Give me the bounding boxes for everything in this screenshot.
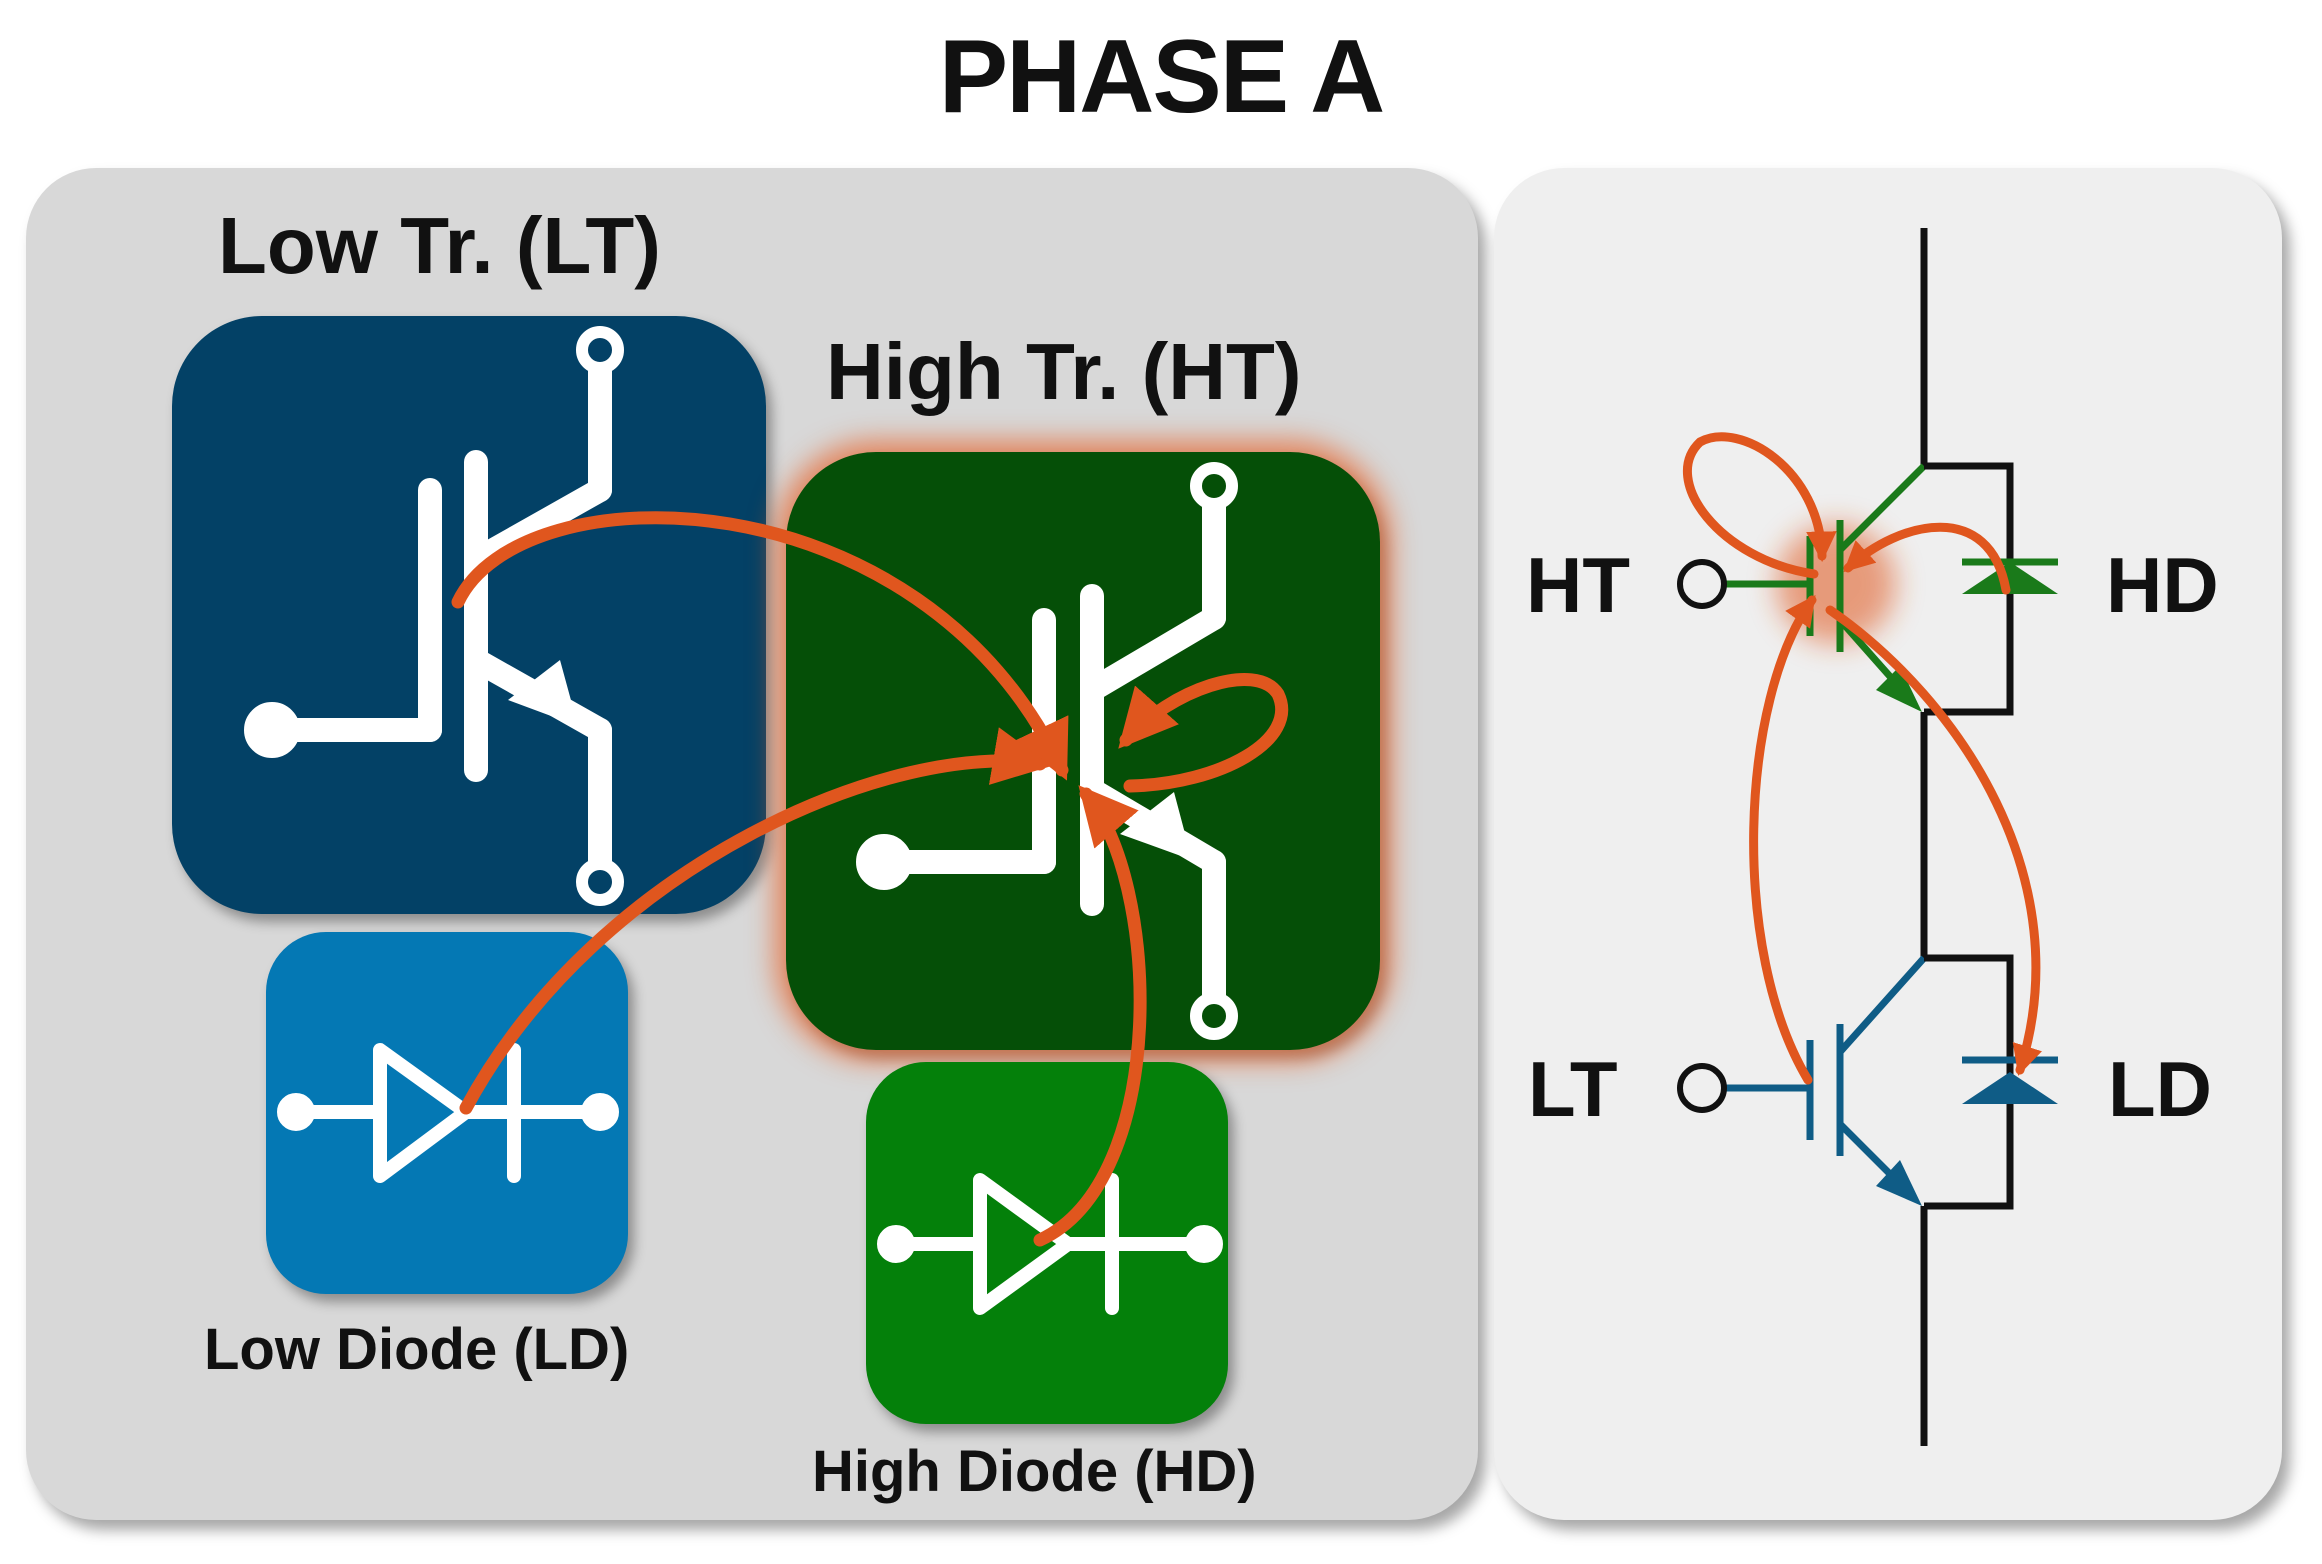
low-igbt-emitter-arrow bbox=[508, 660, 578, 726]
schematic-panel bbox=[1494, 168, 2282, 1520]
sch-arrow-lt-to-ht bbox=[1749, 595, 1817, 1085]
high-transistor-label: High Tr. (HT) bbox=[826, 327, 1302, 416]
sch-arrow-ht-self bbox=[1683, 432, 1837, 579]
sch-arrow-ht-to-ld bbox=[1825, 605, 2042, 1076]
high-diode-icon bbox=[877, 1173, 1223, 1315]
hd-diode-triangle bbox=[1962, 562, 2058, 594]
sch-arrow-hd-to-ht bbox=[1843, 522, 2011, 595]
low-diode-label: Low Diode (LD) bbox=[204, 1317, 630, 1382]
lt-emitter-arrow bbox=[1876, 1160, 1922, 1206]
high-igbt-emitter-arrow bbox=[1120, 792, 1192, 860]
arrow-ld-to-ht bbox=[459, 727, 1052, 1115]
schematic-ld-label: LD bbox=[2108, 1045, 2212, 1133]
arrow-ht-self bbox=[1118, 673, 1289, 793]
ht-emitter-arrow bbox=[1876, 666, 1922, 712]
arrow-hd-to-ht bbox=[1033, 785, 1147, 1247]
coupling-arrows-schematic bbox=[1683, 432, 2042, 1085]
page-title: PHASE A bbox=[938, 19, 1385, 135]
low-transistor-label: Low Tr. (LT) bbox=[218, 201, 661, 290]
ld-diode-triangle bbox=[1962, 1072, 2058, 1104]
lt-gate-terminal bbox=[1677, 1063, 1727, 1113]
ht-gate-terminal bbox=[1677, 559, 1727, 609]
low-igbt-icon bbox=[244, 326, 624, 906]
arrow-lt-to-ht bbox=[451, 511, 1069, 781]
schematic-lt-label: LT bbox=[1528, 1045, 1618, 1133]
schematic-ht-label: HT bbox=[1526, 541, 1630, 629]
schematic-low-igbt bbox=[1714, 955, 1927, 1189]
low-diode-icon bbox=[277, 1043, 619, 1183]
schematic-hd-label: HD bbox=[2106, 541, 2219, 629]
high-diode-label: High Diode (HD) bbox=[812, 1439, 1257, 1504]
coupling-arrows-layout bbox=[451, 511, 1289, 1247]
